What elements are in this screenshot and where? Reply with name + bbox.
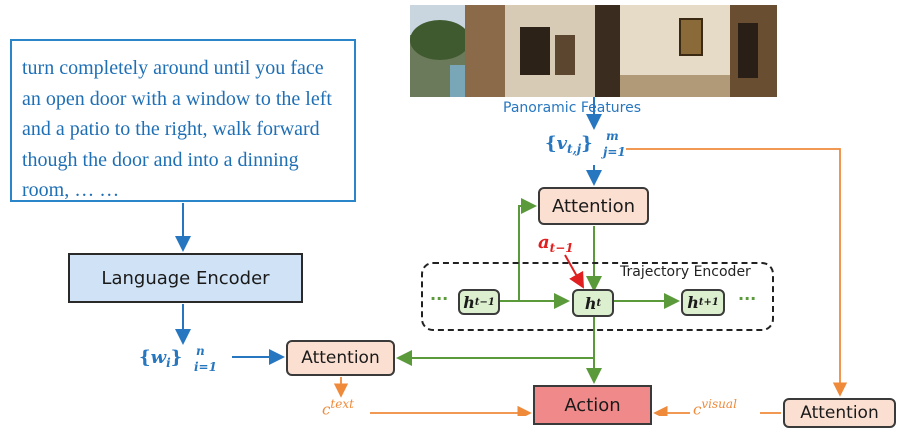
v-sub: t,j	[567, 142, 582, 157]
attention-bottom-right-label: Attention	[800, 403, 879, 423]
attention-text-box: Attention	[286, 340, 395, 376]
panoramic-image	[410, 5, 777, 97]
instruction-box: turn completely around until you face an…	[10, 39, 356, 202]
action-box: Action	[533, 385, 652, 425]
w-lower: i=1	[194, 360, 217, 374]
ellipsis-left: ···	[430, 289, 449, 308]
previous-action-label: at−1	[538, 232, 574, 255]
w-sup: n	[196, 344, 205, 358]
attention-visual-label: Attention	[551, 195, 636, 217]
visual-context-label: cvisual	[693, 397, 737, 419]
h-next-sub: t+1	[698, 297, 719, 308]
text-sup: text	[330, 397, 354, 411]
arrow-v-to-attention-br	[626, 148, 848, 397]
visual-feature-set: {vt,j}	[545, 133, 593, 157]
arrow-a-to-h	[564, 254, 584, 289]
attention-bottom-right-box: Attention	[783, 398, 896, 428]
action-label: Action	[564, 394, 621, 416]
visual-sup: visual	[701, 397, 737, 411]
ellipsis-right: ···	[738, 289, 757, 308]
h-prev-var: h	[463, 292, 475, 312]
attention-visual-box: Attention	[538, 187, 649, 225]
w-sub: i	[166, 356, 171, 371]
connection-diagram	[175, 97, 848, 416]
panoramic-features-label: Panoramic Features	[503, 100, 642, 116]
trajectory-encoder-label: Trajectory Encoder	[620, 264, 751, 280]
h-prev-sub: t−1	[474, 296, 495, 308]
a-sub: t−1	[549, 241, 574, 256]
h-next-var: h	[687, 293, 699, 312]
v-sup: m	[606, 129, 619, 143]
language-encoder-label: Language Encoder	[101, 267, 270, 289]
a-var: a	[538, 232, 550, 253]
arrow-hprev-to-attention	[518, 198, 537, 301]
instruction-text: turn completely around until you face an…	[22, 57, 332, 201]
word-feature-set: {wi}	[139, 347, 183, 371]
h-cur-var: h	[584, 293, 597, 313]
w-var: w	[150, 347, 167, 368]
language-encoder-box: Language Encoder	[68, 253, 303, 303]
v-var: v	[556, 133, 568, 154]
h-cur-sub: t	[596, 297, 602, 309]
trajectory-encoder-box	[421, 262, 774, 331]
text-context-label: ctext	[322, 397, 354, 419]
attention-text-label: Attention	[301, 348, 380, 368]
v-lower: j=1	[603, 145, 626, 159]
